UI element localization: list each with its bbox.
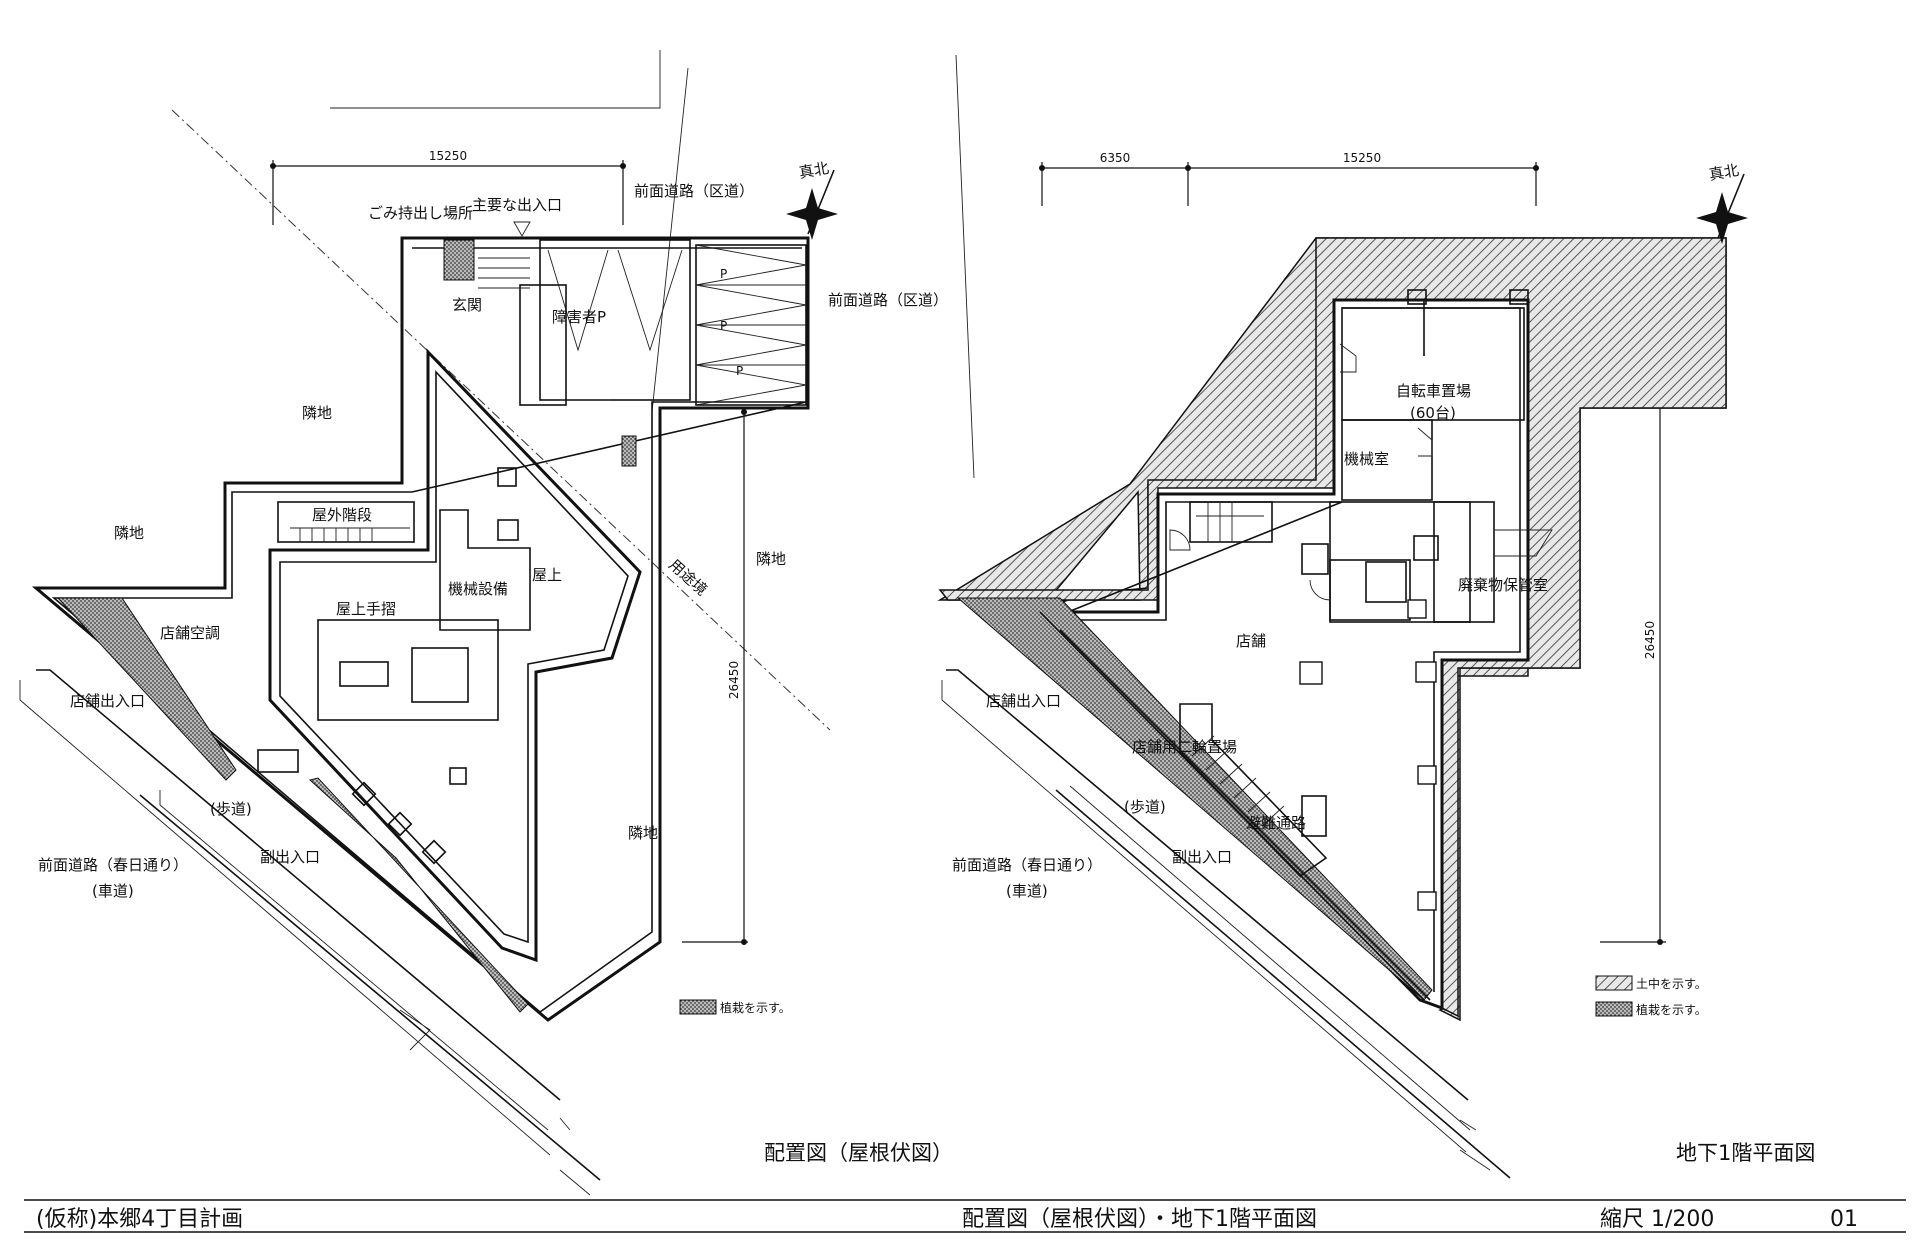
site-plan-title: 配置図（屋根伏図） [764, 1141, 953, 1165]
basement-outer-wall [1036, 298, 1530, 1011]
label-accessible-parking: 障害者P [552, 308, 606, 326]
label-neighbor-1: 隣地 [302, 404, 332, 422]
dimension-right: 26450 [682, 409, 748, 945]
sheet-number: 01 [1830, 1207, 1858, 1232]
label-shop-entrance-basement: 店舗出入口 [986, 692, 1061, 710]
outdoor-stairs [277, 501, 415, 543]
scale: 縮尺 1/200 [1600, 1207, 1714, 1232]
label-garbage: ごみ持出し場所 [368, 204, 473, 222]
north-arrow-icon [1696, 173, 1748, 244]
label-sidewalk-basement: (歩道) [1124, 798, 1166, 816]
label-outdoor-stairs: 屋外階段 [312, 506, 372, 524]
svg-text:P: P [720, 267, 727, 281]
shop-bicycle-area [1179, 703, 1328, 878]
soil-legend-label: 土中を示す。 [1636, 976, 1707, 991]
label-front-road-ward-top: 前面道路（区道） [634, 182, 754, 200]
label-front-road-ward-right: 前面道路（区道） [828, 291, 948, 309]
label-waste-storage: 廃棄物保管室 [1458, 576, 1548, 594]
label-neighbor-3: 隣地 [756, 550, 786, 568]
label-sidewalk: (歩道) [210, 800, 252, 818]
dim-26450: 26450 [727, 661, 741, 699]
dim-6350: 6350 [1100, 151, 1131, 165]
title-block: (仮称)本郷4丁目計画 配置図（屋根伏図）・地下1階平面図 縮尺 1/200 0… [24, 1199, 1906, 1233]
label-roof-railing: 屋上手摺 [336, 600, 396, 618]
dim-15250-basement: 15250 [1343, 151, 1381, 165]
label-bicycle-count: (60台) [1410, 404, 1456, 422]
parking-stalls: P P P [695, 244, 807, 406]
entrance-steps [443, 239, 567, 406]
dimension-top-basement: 6350 15250 [1039, 151, 1539, 206]
label-shop-entrance: 店舗出入口 [70, 692, 145, 710]
planting-strip-west [56, 597, 237, 781]
north-arrow-icon [786, 169, 838, 240]
basement-plan-title: 地下1階平面図 [1676, 1141, 1815, 1165]
building-roof [268, 348, 642, 963]
label-shop-ac: 店舗空調 [160, 624, 220, 642]
label-neighbor-4: 隣地 [628, 824, 658, 842]
label-machine-room: 機械室 [1344, 450, 1389, 468]
bicycle-parking-room [1339, 289, 1529, 501]
label-sub-entrance: 副出入口 [260, 848, 320, 866]
columns [1299, 599, 1437, 911]
north-label: 真北 [798, 159, 831, 182]
label-setback-line: 用途境 [665, 556, 710, 599]
label-shop-bicycle: 店舗用二輪置場 [1132, 738, 1237, 756]
label-main-entrance: 主要な出入口 [472, 196, 562, 214]
basement-plan: 6350 15250 2450 26450 [937, 54, 1815, 1179]
label-front-road-kasuga-basement: 前面道路（春日通り） [952, 856, 1102, 874]
plant-legend-label: 植栽を示す。 [720, 1000, 791, 1015]
label-roadway-basement: (車道) [1006, 882, 1048, 900]
label-shop: 店舗 [1236, 632, 1266, 650]
label-equipment: 機械設備 [448, 580, 508, 598]
core-rooms [1169, 501, 1553, 623]
north-label-basement: 真北 [1708, 161, 1741, 184]
planting-strip-east [621, 435, 637, 467]
drawing-name: 配置図（屋根伏図）・地下1階平面図 [962, 1207, 1317, 1232]
label-roof: 屋上 [532, 566, 562, 584]
label-bicycle-parking: 自転車置場 [1396, 382, 1471, 400]
label-roadway: (車道) [92, 882, 134, 900]
equipment-area [439, 509, 531, 631]
dimension-top: 15250 [270, 149, 626, 225]
dim-26450-basement: 26450 [1643, 621, 1657, 659]
svg-text:P: P [720, 319, 727, 333]
label-sub-entrance-basement: 副出入口 [1172, 848, 1232, 866]
label-front-road-kasuga: 前面道路（春日通り） [38, 856, 188, 874]
label-evacuation-route: 避難通路 [1246, 814, 1306, 832]
accessible-parking [539, 239, 691, 401]
roof-railing-area [317, 619, 499, 721]
soil-legend-swatch [1595, 975, 1633, 991]
project-name: (仮称)本郷4丁目計画 [36, 1207, 243, 1232]
plant-legend-swatch-basement [1595, 1001, 1633, 1017]
label-neighbor-2: 隣地 [114, 524, 144, 542]
dim-15250: 15250 [429, 149, 467, 163]
plant-legend-swatch [679, 999, 717, 1015]
plant-legend-label-basement: 植栽を示す。 [1636, 1002, 1707, 1017]
site-boundary [31, 236, 810, 1022]
site-plan: 15250 26450 P P P [19, 50, 953, 1196]
planting-strip-basement [956, 597, 1433, 1001]
svg-text:P: P [736, 364, 743, 378]
label-entrance-hall: 玄関 [452, 296, 482, 314]
planting-strip-south [308, 777, 529, 1013]
